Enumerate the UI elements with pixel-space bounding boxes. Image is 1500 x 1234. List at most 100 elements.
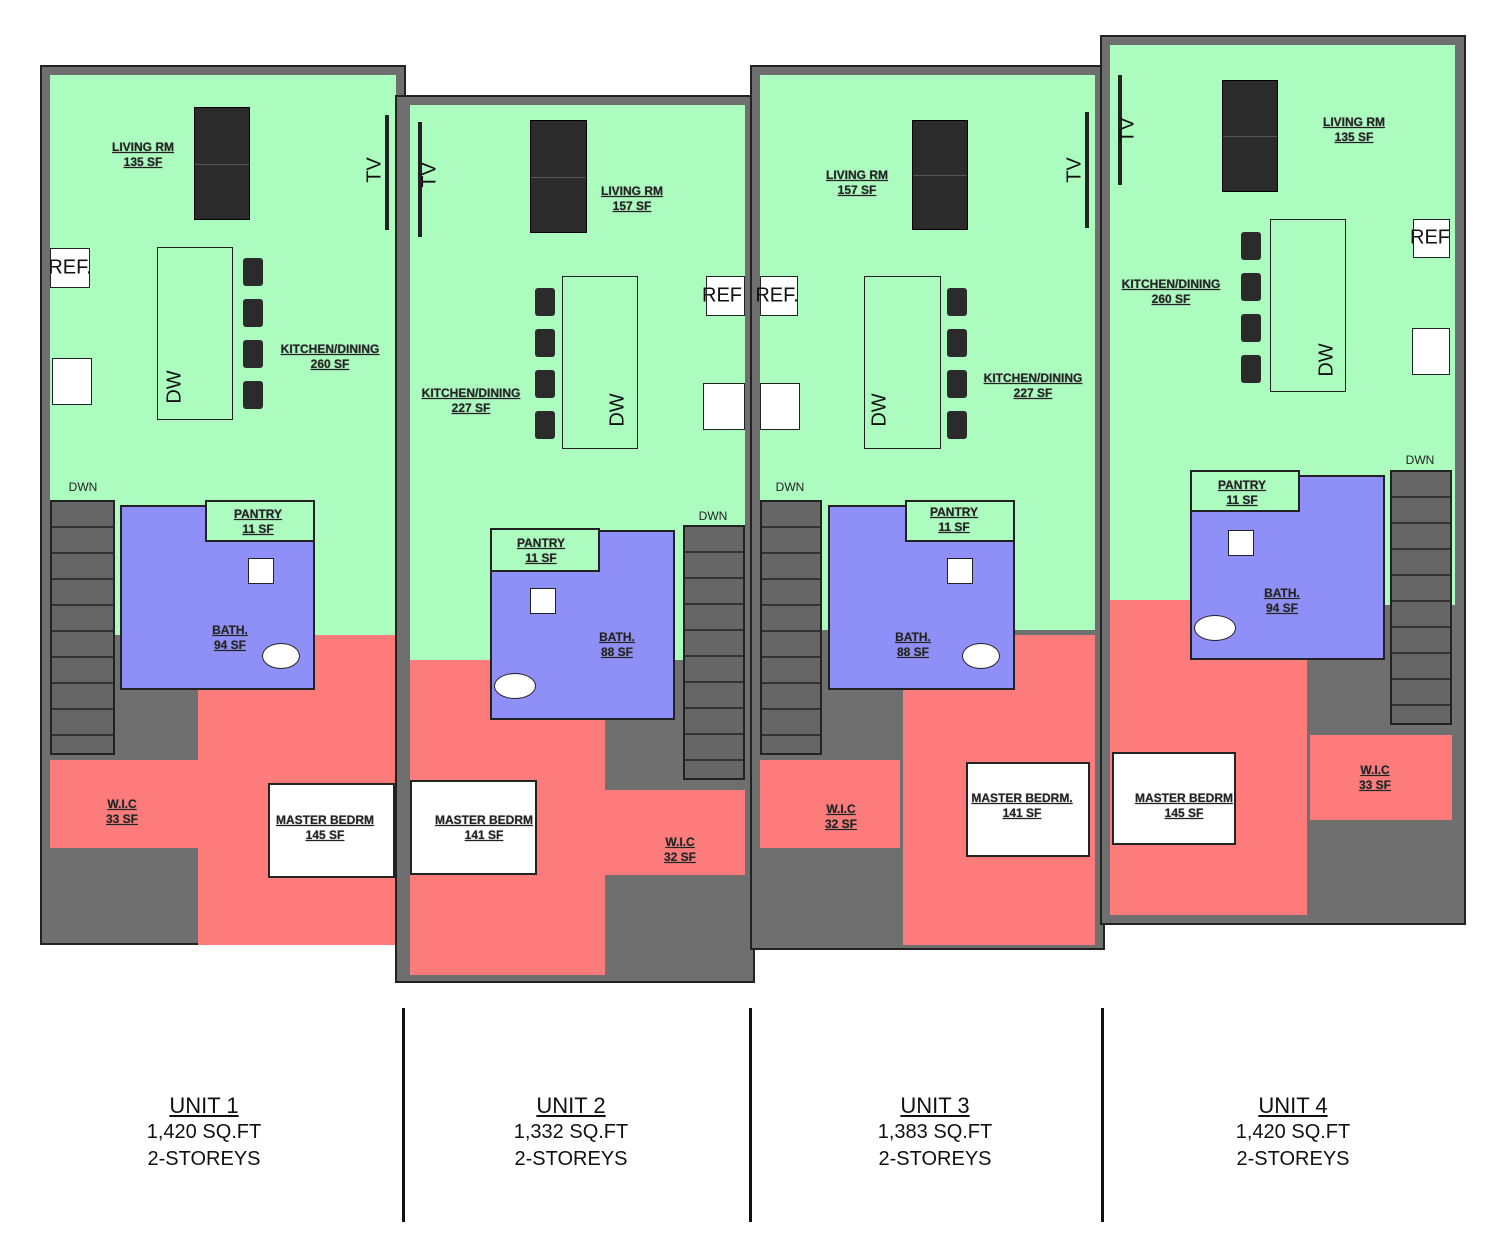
stairs-down-label: DWN xyxy=(775,480,805,494)
room-name: LIVING RM xyxy=(826,168,888,182)
sofa-icon xyxy=(194,107,250,220)
unit-divider xyxy=(402,1008,405,1222)
sink-icon xyxy=(947,558,973,584)
toilet-icon xyxy=(1194,615,1236,641)
bar-stool-icon xyxy=(947,329,967,357)
bar-stool-icon xyxy=(1241,314,1261,342)
room-name: BATH. xyxy=(895,630,931,644)
unit-area: 1,420 SQ.FT xyxy=(1235,1121,1351,1143)
room-area: 135 SF xyxy=(123,155,163,169)
wic-area xyxy=(760,760,900,848)
room-name: MASTER BEDRM xyxy=(1135,791,1233,805)
stove-icon xyxy=(703,383,745,430)
room-name: MASTER BEDRM xyxy=(435,813,533,827)
bar-stool-icon xyxy=(243,258,263,286)
bedroom-area xyxy=(1310,735,1452,820)
room-area: 94 SF xyxy=(213,638,246,652)
bar-stool-icon xyxy=(947,370,967,398)
sofa-icon xyxy=(1222,80,1278,192)
dishwasher-label: DW xyxy=(606,393,629,427)
room-name: PANTRY xyxy=(517,536,565,550)
room-area: 227 SF xyxy=(451,401,491,415)
room-label-bath: BATH.94 SF xyxy=(212,623,248,653)
room-name: MASTER BEDRM. xyxy=(971,791,1073,805)
staircase xyxy=(683,525,745,780)
unit-2-caption: UNIT 2 1,332 SQ.FT 2-STOREYS xyxy=(421,1092,721,1173)
room-area: 157 SF xyxy=(612,199,652,213)
bar-stool-icon xyxy=(947,288,967,316)
toilet-icon xyxy=(262,643,300,669)
toilet-icon xyxy=(962,643,1000,669)
stove-icon xyxy=(1412,328,1450,375)
bed-icon xyxy=(268,783,395,878)
refrigerator xyxy=(1413,219,1450,258)
ref-label: REF xyxy=(702,284,742,307)
bar-stool-icon xyxy=(535,288,555,316)
room-name: W.I.C xyxy=(1360,763,1390,777)
unit-1-caption: UNIT 1 1,420 SQ.FT 2-STOREYS xyxy=(54,1092,354,1173)
unit-storeys: 2-STOREYS xyxy=(514,1148,628,1170)
ref-label: REF. xyxy=(48,256,92,279)
bar-stool-icon xyxy=(535,329,555,357)
unit-area: 1,332 SQ.FT xyxy=(513,1121,629,1143)
room-name: MASTER BEDRM xyxy=(276,813,374,827)
room-area: 145 SF xyxy=(1164,806,1204,820)
unit-name: UNIT 2 xyxy=(536,1093,606,1118)
room-area: 145 SF xyxy=(305,828,345,842)
tv-label: TV xyxy=(363,157,386,183)
unit-divider xyxy=(1101,1008,1104,1222)
room-label-bath: BATH.88 SF xyxy=(895,630,931,660)
sink-icon xyxy=(1228,530,1254,556)
room-name: KITCHEN/DINING xyxy=(983,371,1083,385)
bar-stool-icon xyxy=(535,411,555,439)
bar-stool-icon xyxy=(1241,355,1261,383)
room-area: 11 SF xyxy=(938,520,970,534)
bed-icon xyxy=(966,762,1090,857)
room-area: 33 SF xyxy=(1358,778,1392,792)
room-area: 33 SF xyxy=(105,812,139,826)
room-area: 11 SF xyxy=(242,522,274,536)
tv-label: TV xyxy=(1116,117,1139,143)
room-name: PANTRY xyxy=(234,507,282,521)
bar-stool-icon xyxy=(1241,232,1261,260)
room-name: KITCHEN/DINING xyxy=(421,386,521,400)
room-name: PANTRY xyxy=(930,505,978,519)
bedroom-area xyxy=(605,790,745,875)
stove-icon xyxy=(52,358,92,405)
room-area: 141 SF xyxy=(464,828,504,842)
bar-stool-icon xyxy=(243,299,263,327)
room-area: 94 SF xyxy=(1265,601,1298,615)
room-label-bath: BATH.88 SF xyxy=(599,630,635,660)
room-name: KITCHEN/DINING xyxy=(280,342,380,356)
bar-stool-icon xyxy=(1241,273,1261,301)
refrigerator xyxy=(706,276,745,316)
room-name: KITCHEN/DINING xyxy=(1121,277,1221,291)
room-name: LIVING RM xyxy=(601,184,663,198)
room-area: 260 SF xyxy=(1151,292,1191,306)
pantry-area xyxy=(205,500,315,542)
room-area: 260 SF xyxy=(310,357,350,371)
unit-storeys: 2-STOREYS xyxy=(147,1148,261,1170)
kitchen-island xyxy=(157,247,233,420)
room-area: 32 SF xyxy=(663,850,697,864)
stairs-down-label: DWN xyxy=(698,509,728,523)
stairs-down-label: DWN xyxy=(68,480,98,494)
staircase xyxy=(760,500,822,755)
toilet-icon xyxy=(494,673,536,699)
room-label-master: MASTER BEDRM.141 SF xyxy=(971,791,1072,821)
wic-area xyxy=(50,760,200,848)
pantry-area xyxy=(1190,470,1300,512)
tv-mount-icon xyxy=(418,122,422,237)
tv-mount-icon xyxy=(1085,112,1089,228)
sink-icon xyxy=(530,588,556,614)
